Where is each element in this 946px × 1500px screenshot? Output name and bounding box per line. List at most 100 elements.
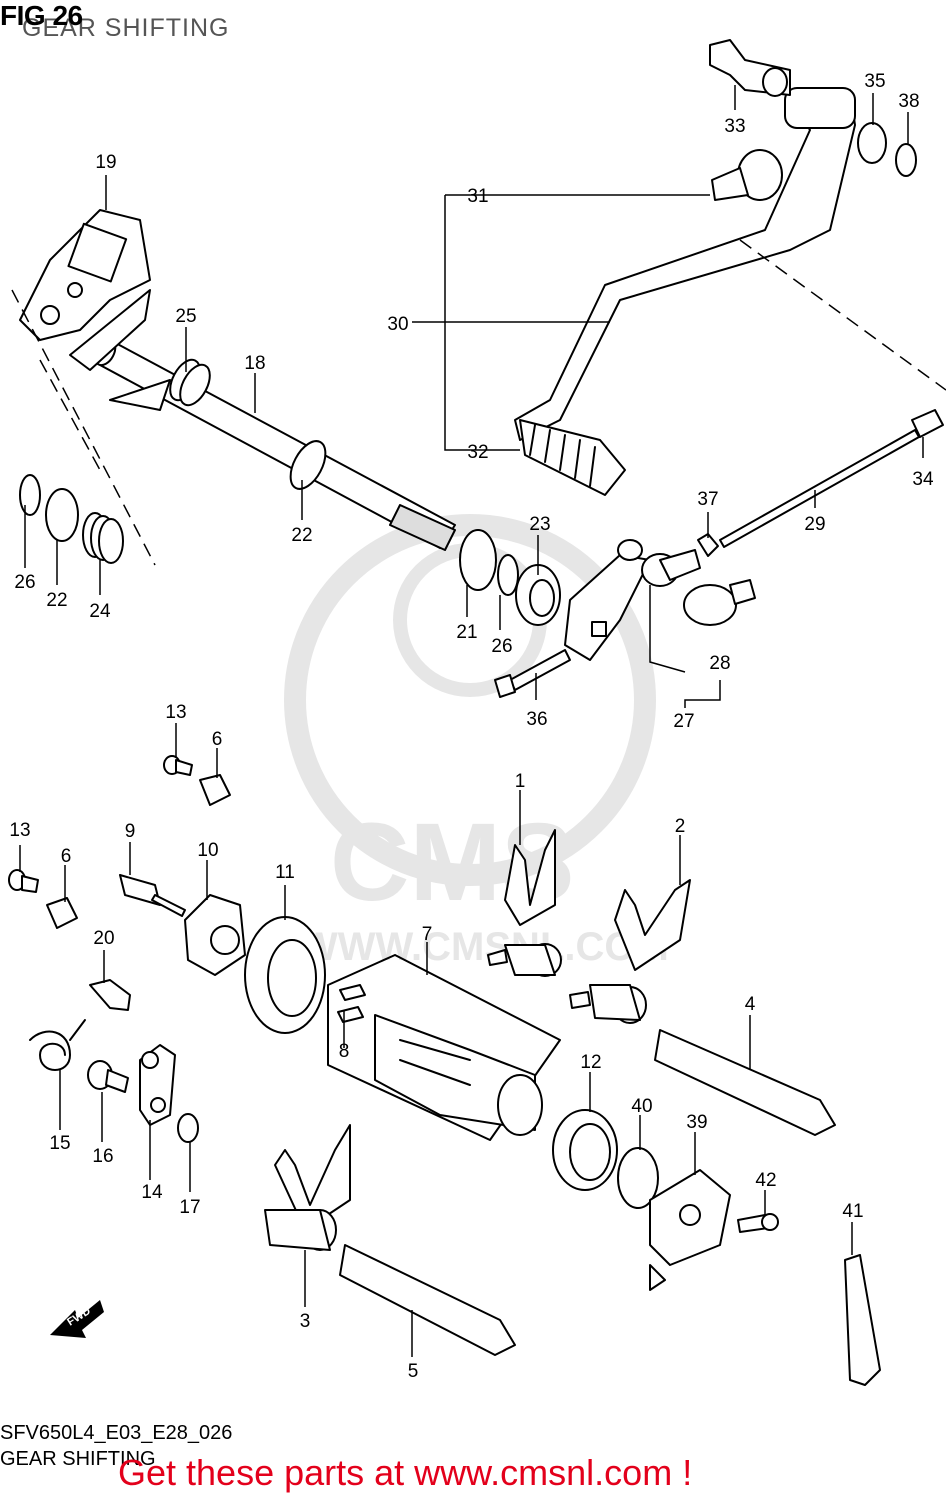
callout-12: 12 <box>580 1052 601 1073</box>
callout-13-left: 13 <box>9 820 30 841</box>
part-6-plate-left <box>46 897 78 929</box>
part-1-shift-fork <box>487 829 562 977</box>
callout-39: 39 <box>686 1112 707 1133</box>
callout-9: 9 <box>125 821 136 842</box>
callout-16: 16 <box>92 1146 113 1167</box>
callout-21: 21 <box>456 622 477 643</box>
callout-26-right: 26 <box>491 636 512 657</box>
callout-2: 2 <box>675 816 686 837</box>
part-3-shift-fork <box>264 1124 351 1251</box>
callout-40: 40 <box>631 1096 652 1117</box>
part-8-pin <box>337 984 366 1023</box>
part-40-o-ring <box>617 1147 659 1209</box>
callout-3: 3 <box>300 1311 311 1332</box>
part-24-spring <box>82 512 124 564</box>
part-22-washer <box>289 440 327 490</box>
callout-42: 42 <box>755 1170 776 1191</box>
callout-32: 32 <box>467 442 488 463</box>
callout-34: 34 <box>912 469 934 490</box>
part-21-washer <box>459 529 497 591</box>
part-10-cam-stopper <box>184 894 246 976</box>
callout-22-shaft: 22 <box>291 525 312 546</box>
part-7-gearshift-cam <box>327 954 561 1141</box>
part-16-bolt <box>87 1060 129 1093</box>
callout-24: 24 <box>89 601 111 622</box>
part-17-washer <box>177 1113 199 1143</box>
callout-23: 23 <box>529 514 550 535</box>
alignment-lines <box>11 239 946 566</box>
callout-13-top: 13 <box>165 702 186 723</box>
part-11-bearing <box>244 916 326 1034</box>
callout-27: 27 <box>673 711 694 732</box>
part-26-circlip <box>19 474 41 516</box>
callout-33: 33 <box>724 116 745 137</box>
callout-29: 29 <box>804 514 825 535</box>
part-20-bolt <box>89 979 131 1011</box>
part-14-stopper-arm <box>139 1044 176 1126</box>
callout-4: 4 <box>745 994 756 1015</box>
part-32-footrest-rubber <box>519 419 626 496</box>
callout-31: 31 <box>467 186 488 207</box>
callout-10: 10 <box>197 840 218 861</box>
part-6-plate-top <box>199 774 231 806</box>
callout-36: 36 <box>526 709 547 730</box>
callout-37: 37 <box>697 489 718 510</box>
leader-lines <box>19 85 924 1357</box>
callout-17: 17 <box>179 1197 200 1218</box>
callout-30: 30 <box>387 314 408 335</box>
callout-26-left: 26 <box>14 572 35 593</box>
callout-1: 1 <box>515 771 526 792</box>
callout-numbers: 1 2 3 4 5 6 6 7 8 9 10 11 12 13 13 14 15… <box>9 71 934 1382</box>
callout-14: 14 <box>141 1182 163 1203</box>
part-33-pivot-bolt <box>709 39 791 97</box>
part-15-spring <box>29 1019 86 1071</box>
part-27-link-arm <box>564 539 701 661</box>
watermark-url: WWW.CMSNL.COM <box>300 925 669 969</box>
callout-20: 20 <box>93 928 114 949</box>
callout-11: 11 <box>275 862 295 883</box>
part-37-nut <box>697 533 719 557</box>
part-36-bolt <box>494 649 571 698</box>
part-23-oil-seal <box>515 564 561 626</box>
part-35-washer <box>857 122 887 164</box>
part-42-bolt <box>737 1213 779 1233</box>
part-18-gearshift-shaft <box>93 337 456 551</box>
callout-5: 5 <box>408 1361 419 1382</box>
figure-subtitle: GEAR SHIFTING <box>22 14 230 42</box>
part-38-circlip <box>895 143 917 177</box>
part-12-bearing <box>552 1109 618 1191</box>
callout-8: 8 <box>339 1041 350 1062</box>
part-26-circlip-right <box>497 554 519 596</box>
part-30-gearshift-lever <box>514 87 856 441</box>
part-31-bolt <box>711 149 783 201</box>
callout-7: 7 <box>422 924 433 945</box>
callout-18: 18 <box>244 353 265 374</box>
part-19-shift-arm-plate <box>19 209 151 341</box>
figure-label: FIG 26 <box>0 0 83 31</box>
callout-25: 25 <box>175 306 196 327</box>
part-5-fork-shaft <box>339 1244 516 1356</box>
callout-28: 28 <box>709 653 730 674</box>
callout-19: 19 <box>95 152 116 173</box>
part-39-gear-position-switch <box>649 1169 731 1291</box>
callout-6-left: 6 <box>61 846 72 867</box>
footer-title: GEAR SHIFTING <box>0 1448 156 1470</box>
part-28-boot <box>683 579 756 626</box>
callout-35: 35 <box>864 71 885 92</box>
part-13-screw-left <box>8 869 39 893</box>
part-2-shift-fork <box>569 879 691 1024</box>
callout-15: 15 <box>49 1133 70 1154</box>
part-13-screw-top <box>163 755 193 776</box>
fwd-arrow: FWD <box>50 1300 104 1338</box>
callout-22-left: 22 <box>46 590 67 611</box>
part-22-washer-left <box>45 488 79 542</box>
part-41-clamp <box>844 1254 881 1386</box>
part-34-nut <box>911 409 944 438</box>
model-code: SFV650L4_E03_E28_026 <box>0 1422 233 1444</box>
promo-link[interactable]: Get these parts at www.cmsnl.com ! <box>118 1452 693 1493</box>
callout-38: 38 <box>898 91 919 112</box>
callout-6-top: 6 <box>212 729 223 750</box>
part-25-spring <box>69 289 211 411</box>
part-4-fork-shaft <box>654 1029 836 1136</box>
